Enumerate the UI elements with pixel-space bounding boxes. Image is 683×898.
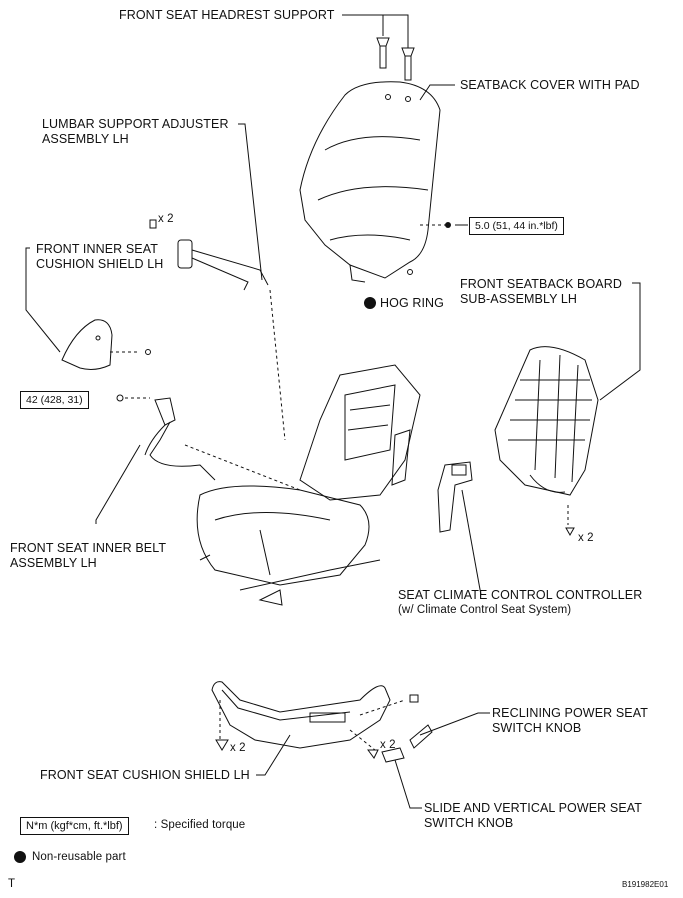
qty-board-screws: x 2	[578, 532, 594, 544]
inner-cushion-shield	[61, 319, 151, 370]
leader-lines	[25, 14, 641, 809]
label-slide-knob: SLIDE AND VERTICAL POWER SEAT SWITCH KNO…	[424, 801, 642, 831]
label-climate-line2: (w/ Climate Control Seat System)	[398, 604, 572, 616]
label-inner-shield-line1: FRONT INNER SEAT	[36, 242, 158, 256]
label-belt-line1: FRONT SEAT INNER BELT	[10, 541, 167, 555]
label-lumbar-support: LUMBAR SUPPORT ADJUSTER ASSEMBLY LH	[42, 117, 229, 147]
label-reclining-line1: RECLINING POWER SEAT	[492, 706, 648, 720]
seat-cushion	[196, 485, 381, 606]
label-slide-line1: SLIDE AND VERTICAL POWER SEAT	[424, 801, 642, 815]
assembly-lines	[110, 224, 569, 751]
corner-mark: T	[8, 878, 16, 890]
legend-torque-text: : Specified torque	[154, 819, 246, 831]
label-inner-shield-line2: CUSHION SHIELD LH	[36, 257, 164, 271]
label-headrest-support: FRONT SEAT HEADREST SUPPORT	[119, 8, 335, 22]
label-reclining-line2: SWITCH KNOB	[492, 721, 582, 735]
headrest-supports	[376, 37, 415, 81]
label-slide-line2: SWITCH KNOB	[424, 816, 514, 830]
label-cushion-shield: FRONT SEAT CUSHION SHIELD LH	[40, 768, 250, 782]
non-reusable-marker	[14, 851, 26, 863]
lumbar-support	[149, 219, 269, 291]
figure-code: B191982E01	[622, 880, 669, 889]
label-climate-controller: SEAT CLIMATE CONTROL CONTROLLER (w/ Clim…	[398, 588, 642, 618]
label-reclining-knob: RECLINING POWER SEAT SWITCH KNOB	[492, 706, 648, 736]
hog-ring-marker	[364, 297, 376, 309]
switch-knobs	[367, 724, 433, 763]
seat-frame	[299, 364, 421, 501]
qty-lumbar-screws: x 2	[158, 213, 174, 225]
label-inner-belt: FRONT SEAT INNER BELT ASSEMBLY LH	[10, 541, 166, 571]
seatback-cover	[299, 81, 441, 283]
label-lumbar-line2: ASSEMBLY LH	[42, 132, 129, 146]
label-seatback-cover: SEATBACK COVER WITH PAD	[460, 78, 640, 92]
inner-belt	[116, 394, 216, 481]
label-hog-ring: HOG RING	[380, 296, 444, 310]
qty-knob-screws: x 2	[380, 739, 396, 751]
label-lumbar-line1: LUMBAR SUPPORT ADJUSTER	[42, 117, 229, 131]
cushion-shield	[211, 681, 419, 751]
torque-seatback-bolt: 5.0 (51, 44 in.*lbf)	[469, 217, 564, 235]
label-inner-cushion-shield: FRONT INNER SEAT CUSHION SHIELD LH	[36, 242, 163, 272]
label-climate-line1: SEAT CLIMATE CONTROL CONTROLLER	[398, 588, 643, 602]
legend-non-reusable: Non-reusable part	[32, 851, 126, 863]
seatback-board	[494, 346, 599, 537]
label-seatback-board: FRONT SEATBACK BOARD SUB-ASSEMBLY LH	[460, 277, 622, 307]
torque-belt-bolt: 42 (428, 31)	[20, 391, 89, 409]
label-board-line2: SUB-ASSEMBLY LH	[460, 292, 578, 306]
label-board-line1: FRONT SEATBACK BOARD	[460, 277, 622, 291]
climate-controller	[437, 461, 473, 533]
label-belt-line2: ASSEMBLY LH	[10, 556, 97, 570]
qty-shield-screws: x 2	[230, 742, 246, 754]
legend-torque-box: N*m (kgf*cm, ft.*lbf)	[20, 817, 129, 835]
